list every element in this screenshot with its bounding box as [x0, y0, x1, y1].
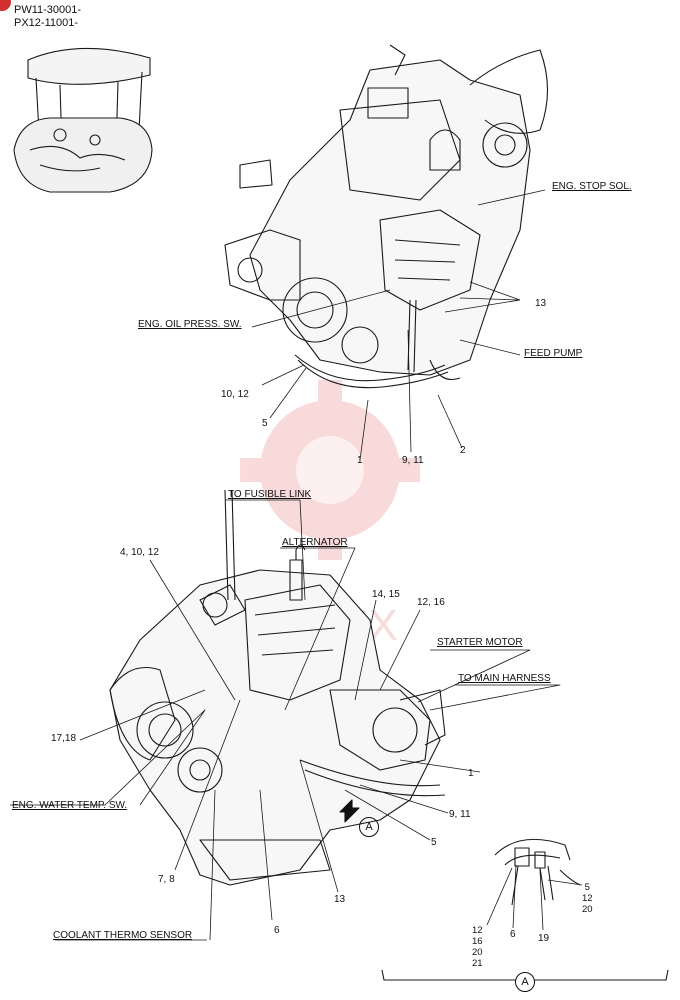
engine-lower-view [109, 489, 446, 886]
detail-callout-5-12-20: 5 12 20 [582, 882, 593, 915]
view-a-arrow-icon [339, 799, 360, 823]
label-alternator: ALTERNATOR [282, 537, 348, 548]
label-to-fusible-link: TO FUSIBLE LINK [228, 489, 312, 500]
view-a-marker: A [359, 817, 379, 837]
callout-13-bottom: 13 [334, 894, 346, 905]
callout-13-top: 13 [535, 298, 547, 309]
detail-callout-12-16-20-21: 12 16 20 21 [472, 925, 483, 969]
leader-lines-bottom [10, 499, 583, 941]
detail-callout-19: 19 [538, 933, 550, 944]
serial-range-1: PW11-30001- [14, 4, 82, 16]
callout-2-top: 2 [460, 445, 466, 456]
callout-1-bottom: 1 [468, 768, 474, 779]
detail-callout-6: 6 [510, 929, 516, 940]
callout-4-10-12: 4, 10, 12 [120, 547, 159, 558]
callout-12-16: 12, 16 [417, 597, 445, 608]
label-eng-stop-sol: ENG. STOP SOL. [552, 181, 632, 192]
detail-a-title: A [515, 972, 535, 992]
leader-lines-top [251, 189, 546, 461]
label-feed-pump: FEED PUMP [524, 348, 583, 359]
machine-overview-icon [13, 47, 153, 193]
engine-upper-view [224, 44, 549, 389]
callout-14-15: 14, 15 [372, 589, 400, 600]
callout-7-8: 7, 8 [158, 874, 175, 885]
callout-6-bottom: 6 [274, 925, 280, 936]
label-to-main-harness: TO MAIN HARNESS [458, 673, 551, 684]
callout-17-18: 17,18 [51, 733, 77, 744]
callout-5-bottom: 5 [431, 837, 437, 848]
callout-1-top: 1 [357, 455, 363, 466]
callout-9-11-bottom: 9, 11 [449, 809, 471, 820]
callout-9-11-top: 9, 11 [402, 455, 424, 466]
page-corner-tab [0, 0, 11, 11]
label-eng-oil-press-sw: ENG. OIL PRESS. SW. [138, 319, 242, 330]
label-eng-water-temp-sw: ENG. WATER TEMP. SW. [12, 800, 128, 811]
label-coolant-thermo-sensor: COOLANT THERMO SENSOR [53, 930, 193, 941]
callout-5-top: 5 [262, 418, 268, 429]
label-starter-motor: STARTER MOTOR [437, 637, 523, 648]
callout-10-12-top: 10, 12 [221, 389, 249, 400]
detail-a-view [494, 838, 581, 906]
serial-range-2: PX12-11001- [14, 17, 79, 29]
